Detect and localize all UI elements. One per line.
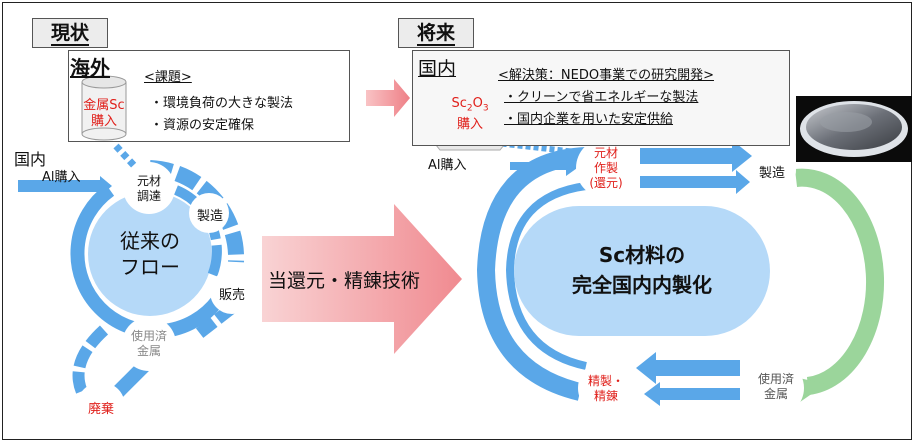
overseas-label: 海外	[70, 56, 110, 80]
domestic-production-label: Sc材料の 完全国内内製化	[554, 240, 730, 300]
metal-sc-text: 金属Sc	[83, 98, 125, 113]
domestic-production-ellipse	[514, 206, 770, 336]
sc2o3-part-o: O	[472, 96, 483, 111]
bottom-arrow-lower	[644, 382, 740, 406]
conventional-flow-line2: フロー	[120, 255, 180, 279]
conventional-flow-label: 従来の フロー	[98, 228, 202, 280]
step-used-metal: 使用済 金属	[122, 329, 176, 359]
issue-item-2: ・資源の安定確保	[150, 118, 255, 133]
technology-arrow	[262, 204, 462, 354]
conventional-flow-circle	[88, 192, 212, 316]
step-procure-line1: 元材	[136, 174, 161, 188]
step-refine-line1: 精製・	[587, 374, 624, 388]
improve-arrow	[366, 79, 410, 117]
conventional-outer-arc	[70, 184, 224, 339]
step-make-material-line1: 元材	[593, 146, 618, 160]
issue-item-1: ・環境負荷の大きな製法	[150, 96, 294, 111]
metal-sc-purchase-text: 購入	[90, 114, 117, 129]
domestic-production-line2: 完全国内内製化	[572, 273, 712, 297]
al-inflow-arrow-left	[18, 176, 112, 196]
step-manufacture-right: 製造	[758, 166, 785, 181]
step-procure-line2: 調達	[136, 189, 161, 203]
sc2o3-purchase-text: 購入	[456, 116, 483, 132]
domestic-production-line1: Sc材料の	[598, 243, 686, 267]
current-tab: 現状	[32, 18, 108, 48]
future-tab-label: 将来	[416, 22, 455, 46]
step-refine-line2: 精錬	[593, 389, 618, 403]
step-make-material-line3: (還元)	[589, 176, 623, 190]
al-inflow-arrow-right	[510, 156, 580, 176]
technology-arrow-label: 当還元・精錬技術	[268, 270, 421, 292]
bottom-arrow-upper	[636, 352, 740, 384]
issues-title: <課題>	[144, 70, 192, 85]
step-circle-make-material	[576, 138, 636, 198]
sc-metal-cylinder	[81, 75, 127, 141]
step-circle-disposal	[77, 382, 125, 430]
step-circle-sales	[210, 270, 254, 314]
blue-left-inner-arc	[505, 182, 587, 370]
solution-item-2: ・国内企業を用いた安定供給	[504, 112, 674, 127]
current-issues-panel	[68, 50, 350, 142]
wafer-image	[796, 96, 912, 162]
step-sales: 販売	[218, 288, 245, 303]
future-tab: 将来	[398, 18, 474, 48]
step-circle-manufacture-right	[748, 146, 796, 194]
al-purchase-label-right: Al購入	[428, 158, 467, 173]
sc2o3-part-3: 3	[482, 103, 489, 114]
step-circle-refine	[578, 360, 634, 416]
sc2o3-part-sc: Sc	[451, 96, 467, 111]
step-used-metal-line2: 金属	[136, 344, 161, 358]
step-circle-used-metal-right	[748, 360, 804, 416]
step-used-metal-line1: 使用済	[130, 329, 167, 343]
solution-title: <解決策：NEDO事業での研究開発>	[498, 68, 714, 83]
sc2o3-part-2: 2	[466, 103, 473, 114]
al-purchase-label-left: Al購入	[42, 170, 81, 185]
step-make-material-line2: 作製	[593, 161, 618, 175]
top-arrow-upper	[640, 140, 752, 172]
step-manufacture: 製造	[196, 209, 223, 224]
step-make-material: 元材 作製 (還元)	[578, 146, 634, 191]
sc2o3-label: Sc2O3 購入	[444, 96, 496, 133]
metal-sc-label: 金属Sc 購入	[78, 98, 130, 130]
future-solution-panel	[412, 50, 790, 146]
domestic-label-left: 国内	[14, 150, 47, 169]
step-procure: 元材 調達	[128, 174, 170, 204]
green-arc	[794, 168, 884, 395]
domestic-label-right: 国内	[418, 58, 457, 80]
current-tab-label: 現状	[50, 22, 89, 46]
solution-item-1: ・クリーンで省エネルギーな製法	[504, 90, 699, 105]
top-arrow-lower	[640, 170, 750, 194]
purchase-dashed-arrow	[113, 143, 143, 175]
conventional-flow-line1: 従来の	[120, 229, 180, 253]
step-used-metal-right-line1: 使用済	[757, 372, 794, 386]
step-refine: 精製・ 精錬	[578, 374, 634, 404]
step-disposal: 廃棄	[87, 402, 114, 417]
step-circle-used-metal	[122, 317, 176, 371]
sc2o3-formula: Sc2O3	[444, 96, 496, 117]
step-used-metal-right: 使用済 金属	[748, 372, 804, 402]
step-circle-manufacture	[189, 193, 229, 233]
step-circle-procure	[123, 162, 175, 214]
step-used-metal-right-line2: 金属	[763, 387, 788, 401]
